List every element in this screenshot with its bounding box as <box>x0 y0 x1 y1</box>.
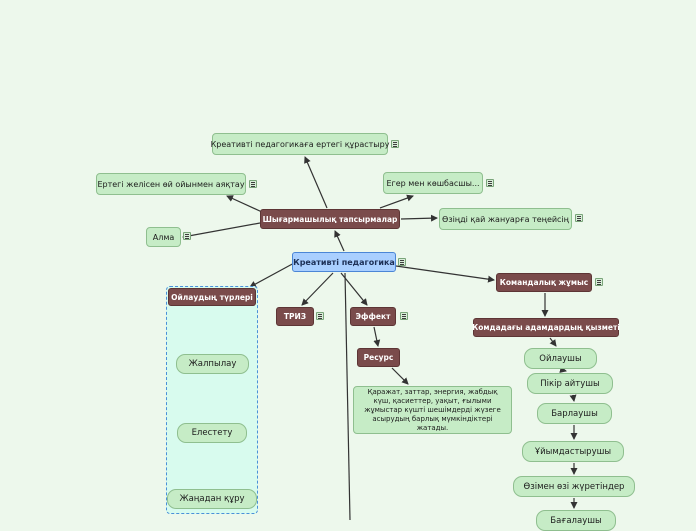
role-thinker-label: Ойлаушы <box>539 353 582 364</box>
note-icon[interactable] <box>183 232 191 240</box>
task-animal-label: Өзіңді қай жануарға теңейсің <box>442 214 569 224</box>
note-icon[interactable] <box>249 180 257 188</box>
task-game-ending-label: Ертегі желісен өй ойынмен аяқтау <box>97 179 245 189</box>
note-icon[interactable] <box>316 312 324 320</box>
resource-description-text: Қаражат, заттар, энергия, жабдық күш, қа… <box>364 387 501 432</box>
connector-tasks-to-game-ending <box>226 195 263 213</box>
task-leader-node[interactable]: Егер мен көшбасшы... <box>383 172 483 194</box>
connector-tasks-to-fairy-tale <box>304 156 328 209</box>
role-scout-node[interactable]: Барлаушы <box>537 403 612 424</box>
resource-description-node[interactable]: Қаражат, заттар, энергия, жабдық күш, қа… <box>353 386 512 434</box>
task-fairy-tale-label: Креативті педагогикаға ертегі құрастыру <box>210 139 390 149</box>
triz-label: ТРИЗ <box>283 312 307 321</box>
connector-effect-to-resource <box>373 326 381 347</box>
thinking-generalization-node[interactable]: Жалпылау <box>176 354 249 374</box>
thinking-node[interactable]: Ойлаудың түрлері <box>168 288 256 306</box>
role-scout-label: Барлаушы <box>551 408 598 419</box>
note-icon[interactable] <box>575 214 583 222</box>
team-roles-label: Комдадағы адамдардың қызметі <box>472 323 620 332</box>
resource-label: Ресурс <box>363 353 394 362</box>
thinking-new-creation-label: Жаңадан құру <box>179 494 245 504</box>
effect-node[interactable]: Эффект <box>350 307 396 326</box>
connector-tasks-to-apple <box>182 222 261 240</box>
connector-resource-to-description <box>391 367 409 385</box>
role-opinion-node[interactable]: Пікір айтушы <box>527 373 613 394</box>
thinking-new-creation-node[interactable]: Жаңадан құру <box>167 489 257 509</box>
teamwork-node[interactable]: Командалық жұмыс <box>496 273 592 292</box>
role-self-walker-node[interactable]: Өзімен өзі жүретіндер <box>513 476 635 497</box>
role-self-walker-label: Өзімен өзі жүретіндер <box>523 481 625 492</box>
thinking-group-box <box>166 286 258 514</box>
thinking-generalization-label: Жалпылау <box>188 359 237 369</box>
role-opinion-label: Пікір айтушы <box>540 378 600 389</box>
thinking-imagination-label: Елестету <box>191 428 233 438</box>
task-leader-label: Егер мен көшбасшы... <box>386 178 480 188</box>
connector-root-to-bottom <box>344 272 351 520</box>
connector-tasks-to-leader <box>379 194 414 209</box>
role-evaluator-node[interactable]: Бағалаушы <box>536 510 616 531</box>
task-fairy-tale-node[interactable]: Креативті педагогикаға ертегі құрастыру <box>210 133 390 155</box>
note-icon[interactable] <box>400 312 408 320</box>
tasks-node[interactable]: Шығармашылық тапсырмалар <box>260 209 400 229</box>
connector-roles-to-thinker <box>549 337 557 347</box>
mind-map-canvas: Креативті педагогика Шығармашылық тапсыр… <box>96 133 635 531</box>
thinking-imagination-node[interactable]: Елестету <box>177 423 247 443</box>
role-thinker-node[interactable]: Ойлаушы <box>524 348 597 369</box>
connector-root-to-teamwork <box>395 265 495 283</box>
note-icon[interactable] <box>595 278 603 286</box>
teamwork-label: Командалық жұмыс <box>499 278 589 287</box>
root-node[interactable]: Креативті педагогика <box>292 252 396 272</box>
team-roles-node[interactable]: Комдадағы адамдардың қызметі <box>472 318 620 337</box>
note-icon[interactable] <box>398 258 406 266</box>
connector-root-to-triz <box>301 272 334 306</box>
connector-opinion-to-scout <box>569 394 577 402</box>
note-icon[interactable] <box>486 179 494 187</box>
connector-root-to-tasks <box>334 230 345 252</box>
resource-node[interactable]: Ресурс <box>357 348 400 367</box>
role-evaluator-label: Бағалаушы <box>550 515 602 526</box>
connector-thinker-to-opinion <box>559 366 567 373</box>
role-organizer-node[interactable]: Ұйымдастырушы <box>522 441 624 462</box>
task-game-ending-node[interactable]: Ертегі желісен өй ойынмен аяқтау <box>96 173 246 195</box>
connector-root-to-thinking <box>249 261 297 288</box>
tasks-label: Шығармашылық тапсырмалар <box>262 214 398 224</box>
effect-label: Эффект <box>355 312 391 321</box>
role-organizer-label: Ұйымдастырушы <box>534 446 612 457</box>
triz-node[interactable]: ТРИЗ <box>276 307 314 326</box>
thinking-label: Ойлаудың түрлері <box>171 292 253 302</box>
task-apple-node[interactable]: Алма <box>146 227 181 247</box>
note-icon[interactable] <box>391 140 399 148</box>
task-animal-node[interactable]: Өзіңді қай жануарға теңейсің <box>439 208 572 230</box>
task-apple-label: Алма <box>152 232 175 242</box>
connector-tasks-to-animal <box>400 214 438 222</box>
root-label: Креативті педагогика <box>293 257 395 267</box>
